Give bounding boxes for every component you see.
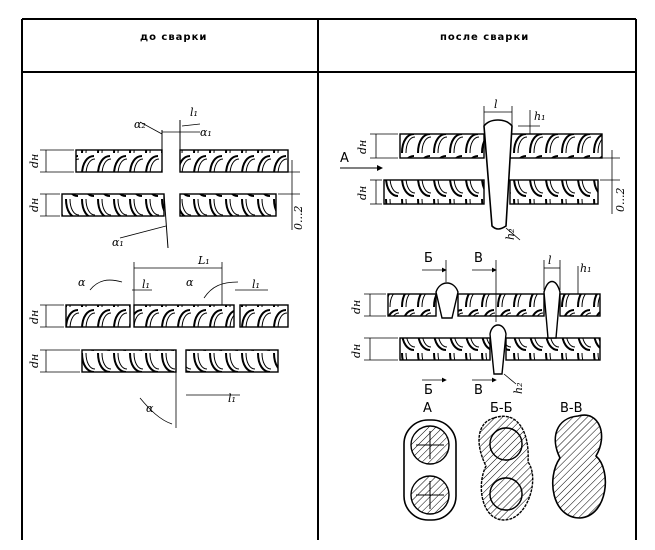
label-r-A: А — [340, 151, 349, 166]
label-alpha1-top: α₁ — [200, 126, 212, 139]
label-dn-3: dн — [28, 310, 41, 324]
bar-row1-b — [133, 304, 235, 328]
labels: α₂ α₁ l₁ dн dн 0...2 α₁ L₁ α α l₁ l₁ l₁ … — [28, 98, 627, 416]
bar-row1-c — [239, 304, 289, 328]
label-dn-1: dн — [28, 154, 41, 168]
section-BB — [478, 415, 534, 521]
label-dn-4: dн — [28, 354, 41, 368]
label-gap: 0...2 — [292, 206, 305, 231]
section-A — [403, 419, 457, 521]
label-r-B-bot: Б — [424, 383, 433, 398]
label-l1-b2: l₁ — [252, 278, 260, 291]
label-r-V-bot: В — [474, 383, 483, 398]
label-alpha-bottom: α — [146, 402, 154, 415]
weld-top — [483, 119, 513, 230]
label-alpha-mid: α — [186, 276, 194, 289]
weld-mid-1 — [435, 282, 459, 319]
label-r-l-mid: l — [548, 254, 552, 267]
label-r-h2-mid: h₂ — [512, 383, 525, 395]
label-l1-b3: l₁ — [228, 392, 236, 405]
label-r-dn-4: dн — [350, 344, 363, 358]
r-bar-m3 — [559, 293, 601, 317]
header-after-welding: после сварки — [440, 32, 530, 43]
label-alpha1-bottom: α₁ — [112, 236, 124, 249]
bar-row2-b — [185, 349, 279, 373]
bar-top-right — [179, 149, 289, 173]
left-bottom-bars — [40, 262, 289, 428]
label-L1: L₁ — [197, 254, 210, 267]
right-mid-bars — [364, 260, 601, 385]
r-bar-top-b — [509, 133, 603, 159]
label-l1-top: l₁ — [190, 106, 198, 119]
r-bar-m5 — [505, 337, 601, 361]
label-r-dn-3: dн — [350, 300, 363, 314]
bar-row2-a — [81, 349, 177, 373]
label-r-B-top: Б — [424, 251, 433, 266]
r-bar-top-a — [399, 133, 485, 159]
bar-row1-a — [65, 304, 131, 328]
bar-top-left — [75, 149, 163, 173]
label-alpha-left: α — [78, 276, 86, 289]
label-r-dn-2: dн — [356, 186, 369, 200]
r-bar-m1 — [387, 293, 437, 317]
label-sec-A: А — [423, 401, 432, 416]
label-r-dn-1: dн — [356, 140, 369, 154]
table-frame — [21, 18, 637, 540]
right-top-bars — [340, 106, 620, 241]
label-sec-VV: В-В — [560, 401, 583, 416]
r-bar-m4 — [399, 337, 491, 361]
bar-bottom-left — [61, 193, 165, 217]
label-r-l-top: l — [494, 98, 498, 111]
section-VV — [552, 414, 607, 519]
r-bar-m2 — [457, 293, 545, 317]
weld-mid-2 — [543, 280, 561, 339]
label-r-gap: 0...2 — [614, 188, 627, 213]
r-bar-bot-a — [383, 179, 485, 205]
left-top-bars — [40, 120, 300, 249]
label-r-h2-top: h₂ — [504, 229, 517, 241]
header-before-welding: до сварки — [140, 32, 208, 43]
bar-bottom-right — [179, 193, 277, 217]
label-l1-b1: l₁ — [142, 278, 150, 291]
label-r-V-top: В — [474, 251, 483, 266]
label-dn-2: dн — [28, 198, 41, 212]
label-r-h1-mid: h₁ — [580, 262, 592, 275]
r-bar-bot-b — [509, 179, 599, 205]
label-r-h1-top: h₁ — [534, 110, 546, 123]
weld-mid-3 — [489, 324, 507, 375]
label-sec-BB: Б-Б — [490, 401, 513, 416]
label-alpha2: α₂ — [134, 118, 146, 131]
